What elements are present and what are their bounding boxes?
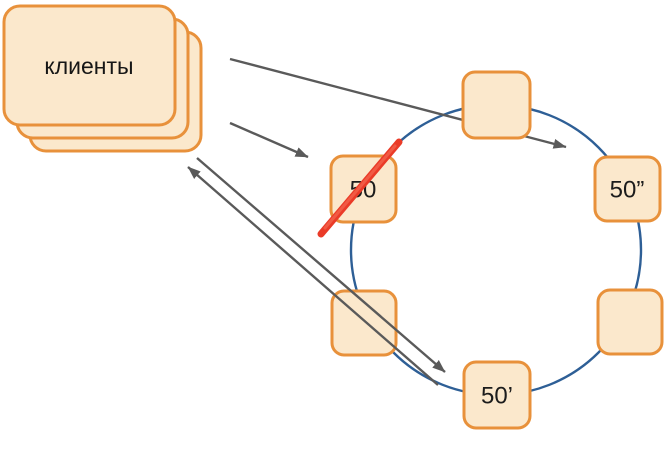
node-square: [596, 288, 664, 356]
node-label: 50”: [610, 177, 645, 204]
node-50-double-prime: 50”: [593, 155, 662, 223]
clients-stack: клиенты: [2, 4, 203, 153]
node-50-prime: 50’: [462, 360, 532, 430]
failure-strike: [317, 138, 403, 238]
arrow-node-50-prime-to-clients: [187, 166, 439, 386]
node-square: [593, 155, 662, 223]
failure-strike-highlight: [323, 144, 397, 230]
client-card-front: [2, 4, 177, 127]
node-top: [461, 70, 532, 140]
node-bottom-right: [596, 288, 664, 356]
node-square: [461, 70, 532, 140]
node-label: 50’: [481, 383, 513, 410]
node-square: [462, 360, 532, 430]
arrow-clients-to-node-50: [229, 121, 309, 159]
clients-label: клиенты: [44, 53, 133, 79]
arrow-clients-to-node-50-prime: [196, 157, 446, 373]
